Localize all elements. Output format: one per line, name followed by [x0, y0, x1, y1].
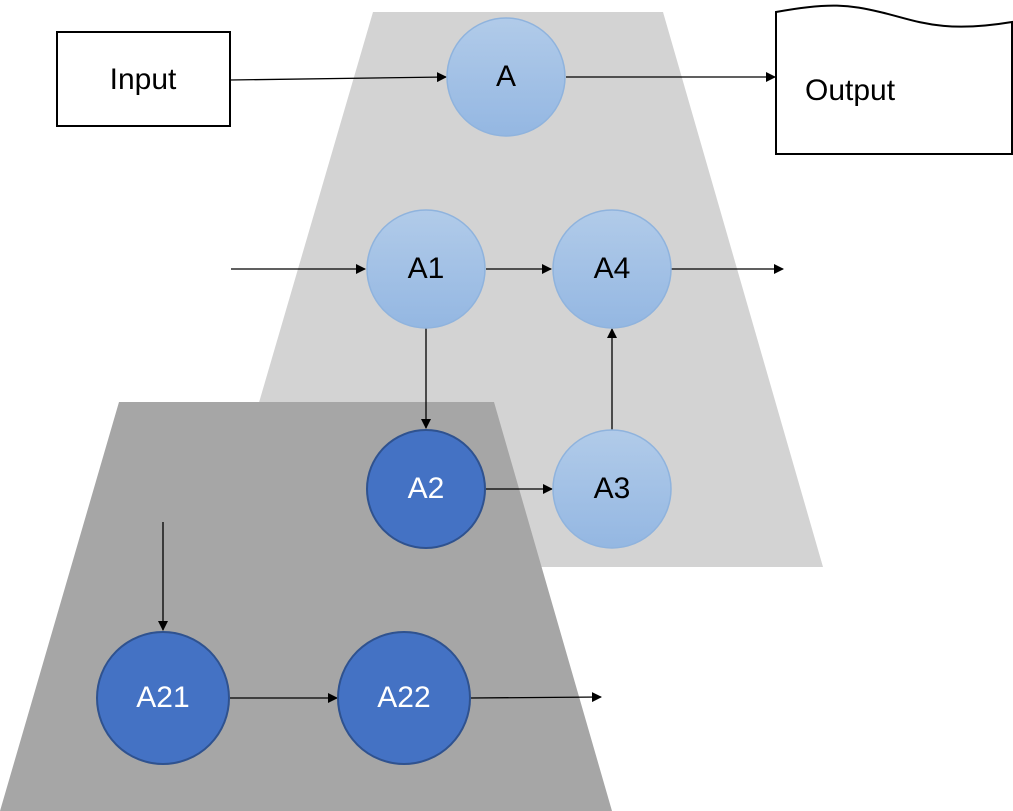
- node-a22-label: A22: [377, 681, 430, 714]
- arrow-a22-out: [470, 692, 602, 703]
- connectors: [158, 72, 784, 703]
- node-a21-label: A21: [136, 681, 189, 714]
- output-document: Output: [775, 4, 1013, 155]
- input-label: Input: [110, 63, 177, 96]
- arrow-input-to-a: [229, 72, 447, 83]
- node-a3-label: A3: [594, 472, 631, 505]
- node-a-label: A: [496, 60, 516, 93]
- node-a1-label: A1: [408, 252, 445, 285]
- node-a2: A2: [366, 429, 486, 549]
- output-label: Output: [805, 74, 896, 107]
- input-box: Input: [56, 31, 231, 127]
- node-a3: A3: [552, 429, 672, 549]
- node-a4-label: A4: [594, 252, 631, 285]
- node-a: A: [446, 17, 566, 137]
- node-a21: A21: [96, 631, 230, 765]
- node-a4: A4: [552, 209, 672, 329]
- node-a1: A1: [366, 209, 486, 329]
- node-a22: A22: [337, 631, 471, 765]
- node-a2-label: A2: [408, 472, 445, 505]
